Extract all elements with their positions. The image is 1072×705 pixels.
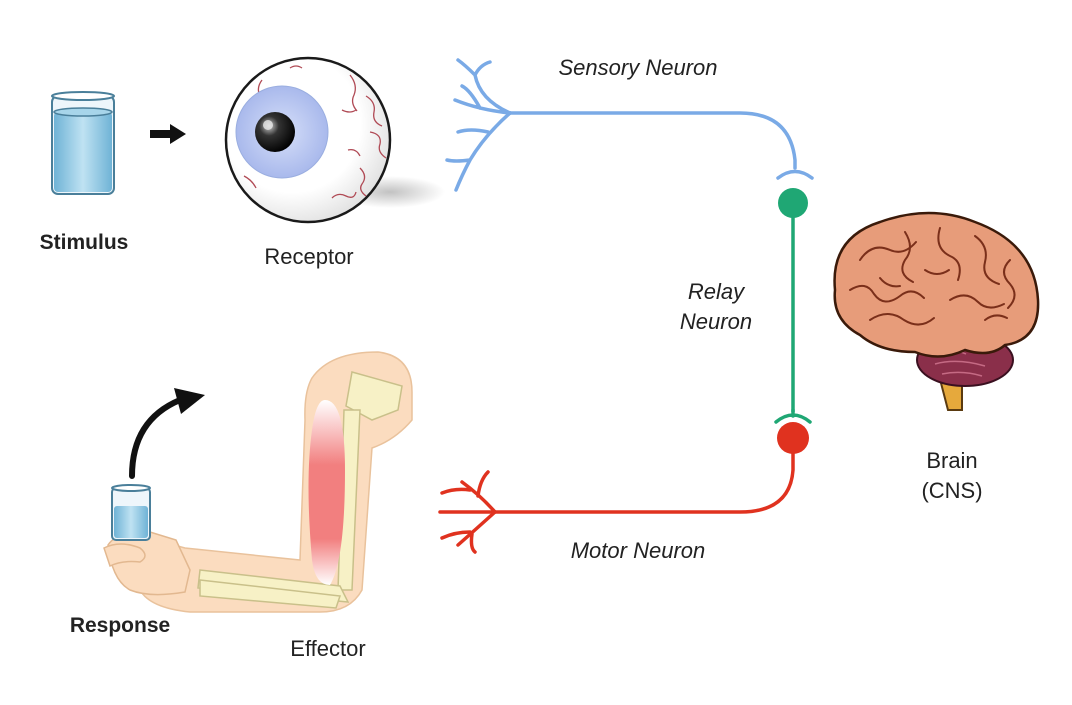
relay-neuron-label-line1: Relay [688,279,746,304]
motor-neuron-cell-body [777,422,809,454]
relay-neuron [774,188,812,424]
stimulus-label: Stimulus [40,231,129,254]
motor-neuron-label: Motor Neuron [571,538,706,563]
response-label: Response [70,614,170,637]
sensory-neuron [445,58,814,192]
water-glass-icon [51,91,115,195]
arm-muscle-icon [103,351,413,613]
stimulus-arrow-icon [150,124,186,144]
relay-neuron-label-line2: Neuron [680,309,752,334]
brain-icon [833,211,1040,411]
brain-label-line2: (CNS) [921,478,982,503]
motor-neuron [438,448,795,554]
effector-label: Effector [290,636,365,661]
response-arrow-icon [129,388,205,479]
brain-label-line1: Brain [926,448,977,473]
sensory-neuron-label: Sensory Neuron [559,55,718,80]
eyeball-icon [224,56,445,224]
receptor-label: Receptor [264,244,353,269]
